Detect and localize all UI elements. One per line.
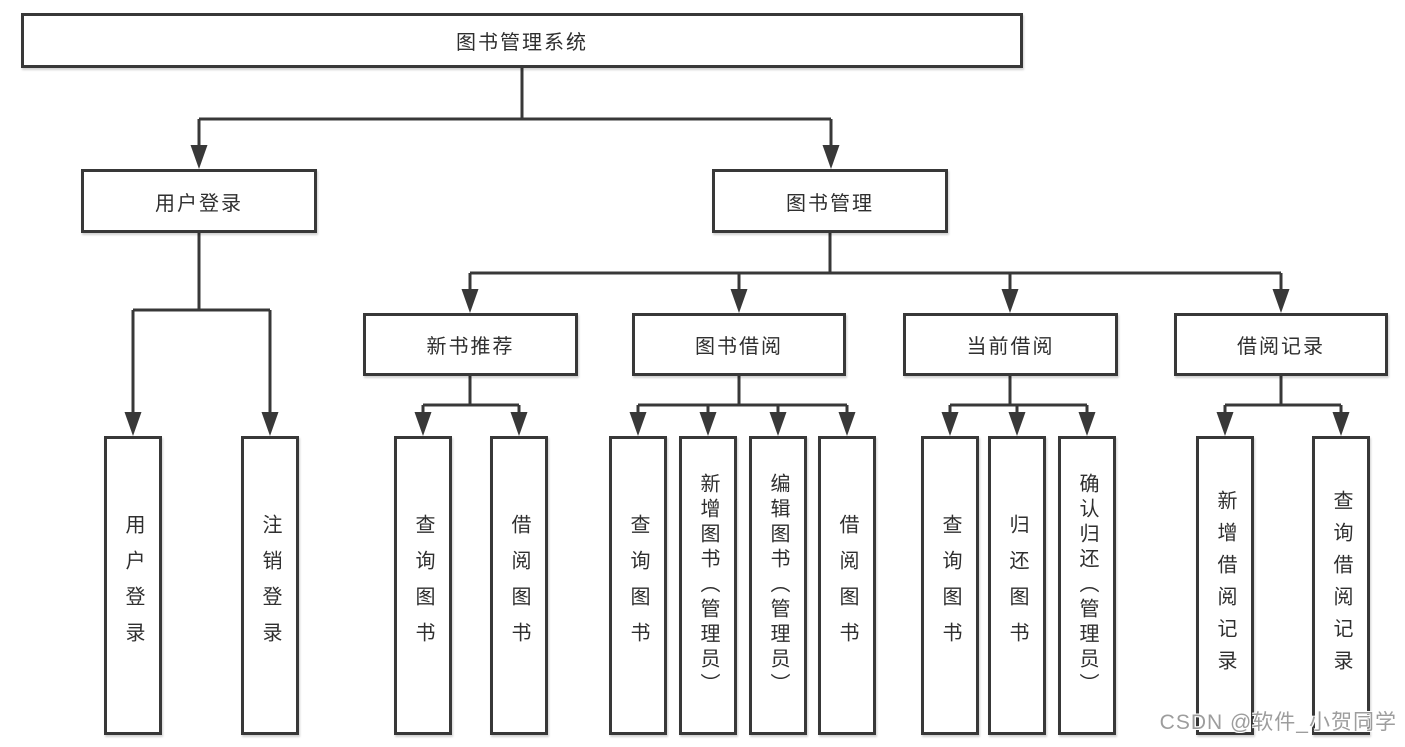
leaf-query-books-borrowing: 查询图书	[609, 436, 667, 735]
csdn-watermark: CSDN @软件_小贺同学	[1159, 711, 1397, 734]
node-book-management: 图书管理	[712, 169, 948, 233]
leaf-user-login: 用户登录	[104, 436, 162, 735]
leaf-edit-books-admin: 编辑图书（管理员）	[749, 436, 807, 735]
leaf-logout: 注销登录	[241, 436, 299, 735]
leaf-confirm-return-admin: 确认归还（管理员）	[1058, 436, 1116, 735]
node-current-borrowing: 当前借阅	[903, 313, 1118, 376]
leaf-borrow-books-recommend: 借阅图书	[490, 436, 548, 735]
leaf-return-books: 归还图书	[988, 436, 1046, 735]
leaf-query-borrow-record: 查询借阅记录	[1312, 436, 1370, 735]
leaf-query-books-recommend: 查询图书	[394, 436, 452, 735]
tree-branch-lines	[131, 68, 1343, 413]
leaf-borrow-books-borrowing: 借阅图书	[818, 436, 876, 735]
node-user-login: 用户登录	[81, 169, 317, 233]
leaf-add-books-admin: 新增图书（管理员）	[679, 436, 737, 735]
node-book-borrowing: 图书借阅	[632, 313, 846, 376]
leaf-add-borrow-record: 新增借阅记录	[1196, 436, 1254, 735]
arrowheads	[124, 145, 1350, 436]
leaf-query-books-current: 查询图书	[921, 436, 979, 735]
node-root-system: 图书管理系统	[21, 13, 1023, 68]
node-borrowing-records: 借阅记录	[1174, 313, 1388, 376]
node-new-book-recommend: 新书推荐	[363, 313, 578, 376]
